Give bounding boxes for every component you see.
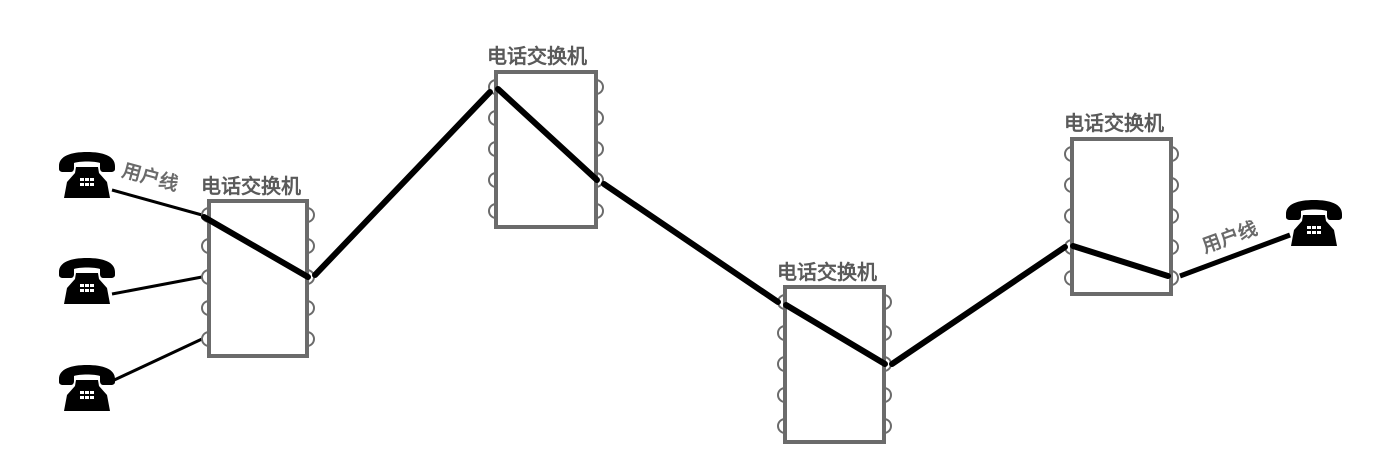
call-path [201, 86, 1171, 367]
switch-4-title: 电话交换机 [1064, 111, 1164, 135]
user-line-phone-1 [111, 188, 203, 217]
switch-3: 电话交换机 [777, 260, 892, 444]
switch-1-box [207, 199, 309, 358]
switch-1-title: 电话交换机 [201, 174, 301, 198]
switch-2: 电话交换机 [487, 44, 604, 229]
switch-4-box [1070, 137, 1173, 296]
switch-2-internal-connection [495, 86, 600, 183]
switch-2-title: 电话交换机 [487, 44, 587, 68]
telephone-icon-4 [1286, 200, 1342, 246]
user-line-label-left: 用户线 [120, 159, 181, 196]
user-line-phone-2 [111, 275, 203, 296]
switch-2-box [494, 70, 598, 229]
switch-1: 电话交换机 [201, 174, 315, 358]
user-line-phone-3 [109, 337, 203, 384]
switch-4: 电话交换机 [1064, 111, 1179, 296]
telephone-icon-2 [59, 258, 115, 304]
telephone-icon-3 [59, 365, 115, 411]
trunk-line-2-3 [601, 181, 781, 305]
switch-1-internal-connection [201, 214, 311, 280]
switch-4-internal-connection [1070, 243, 1171, 279]
telephone-icon-1 [59, 152, 115, 198]
switch-3-title: 电话交换机 [777, 260, 877, 284]
user-line-phone-4 [1179, 232, 1291, 279]
switch-3-internal-connection [783, 302, 888, 367]
trunk-line-3-4 [889, 244, 1068, 367]
trunk-line-1-2 [312, 89, 493, 278]
